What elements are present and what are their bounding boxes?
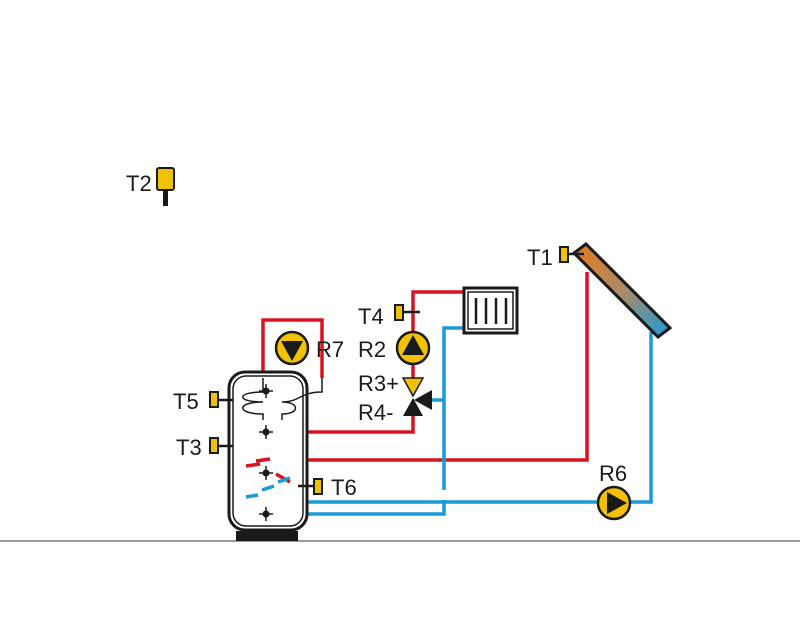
hot-pipes (261, 272, 589, 462)
sensor-t2-icon (156, 167, 175, 206)
label-t2: T2 (126, 171, 152, 196)
radiator-icon (462, 286, 519, 335)
label-t5: T5 (173, 389, 199, 414)
pump-r6-icon (596, 485, 632, 521)
sensor-t5-icon (209, 391, 233, 408)
storage-tank-icon (227, 370, 323, 541)
cold-pipes (307, 326, 653, 516)
label-t6: T6 (331, 475, 357, 500)
sensor-t3-icon (209, 437, 233, 454)
label-t4: T4 (358, 304, 384, 329)
pump-r7-icon (274, 330, 310, 366)
sensor-t4-icon (394, 304, 420, 321)
sensor-t6-icon (298, 478, 323, 495)
label-r2: R2 (358, 337, 386, 362)
sensor-t1-icon (559, 246, 584, 263)
three-way-valve-icon (401, 377, 432, 416)
pump-r2-icon (395, 330, 431, 366)
label-t1: T1 (527, 245, 553, 270)
label-r6: R6 (599, 461, 627, 486)
label-r7: R7 (316, 337, 344, 362)
label-r4: R4- (358, 400, 393, 425)
label-t3: T3 (176, 435, 202, 460)
label-r3: R3+ (358, 371, 399, 396)
solar-collector-icon (571, 242, 673, 339)
